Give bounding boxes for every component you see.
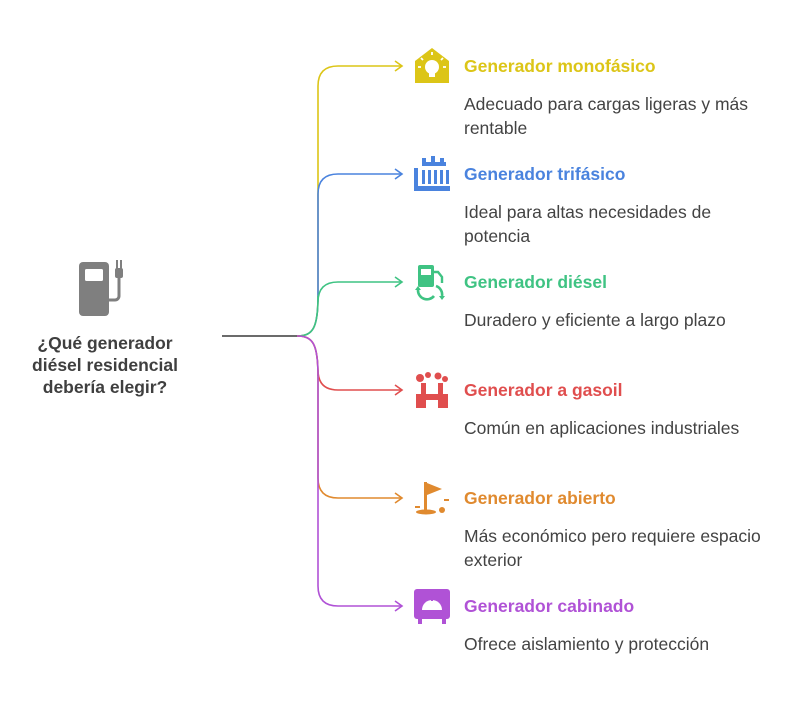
fuel-pump-plug-icon: [75, 256, 139, 320]
connector-arrowhead: [394, 168, 404, 180]
branch-description: Ofrece aislamiento y protección: [464, 634, 710, 654]
branch-description: Ideal para altas necesidades de potencia: [464, 202, 712, 246]
connector-line: [296, 335, 402, 607]
house-lightbulb-icon: [412, 46, 452, 86]
root-question-title: ¿Qué generador diésel residencial deberí…: [32, 333, 178, 397]
enclosed-cabinet-icon: [412, 586, 452, 626]
connector-line: [296, 173, 402, 337]
connector-line: [296, 65, 402, 337]
branch-description: Adecuado para cargas ligeras y más renta…: [464, 94, 749, 138]
branch-title: Generador a gasoil: [464, 380, 623, 400]
factory-smoke-icon: [412, 370, 452, 410]
golf-flag-icon: [412, 478, 452, 518]
connector-line: [296, 335, 402, 499]
branch-description: Duradero y eficiente a largo plazo: [464, 310, 726, 330]
connector-arrowhead: [394, 60, 404, 72]
connector-arrowhead: [394, 600, 404, 612]
branch-description: Más económico pero requiere espacio exte…: [464, 526, 761, 570]
branch-title: Generador monofásico: [464, 56, 656, 76]
connector-arrowhead: [394, 276, 404, 288]
branch-description: Común en aplicaciones industriales: [464, 418, 740, 438]
connector-arrowhead: [394, 492, 404, 504]
branch-title: Generador trifásico: [464, 164, 626, 184]
branch-title: Generador abierto: [464, 488, 616, 508]
industrial-building-icon: [412, 154, 452, 194]
branch-title: Generador diésel: [464, 272, 607, 292]
connector-arrowhead: [394, 384, 404, 396]
branch-title: Generador cabinado: [464, 596, 635, 616]
connector-line: [296, 281, 402, 337]
fuel-pump-recycle-icon: [412, 262, 452, 302]
